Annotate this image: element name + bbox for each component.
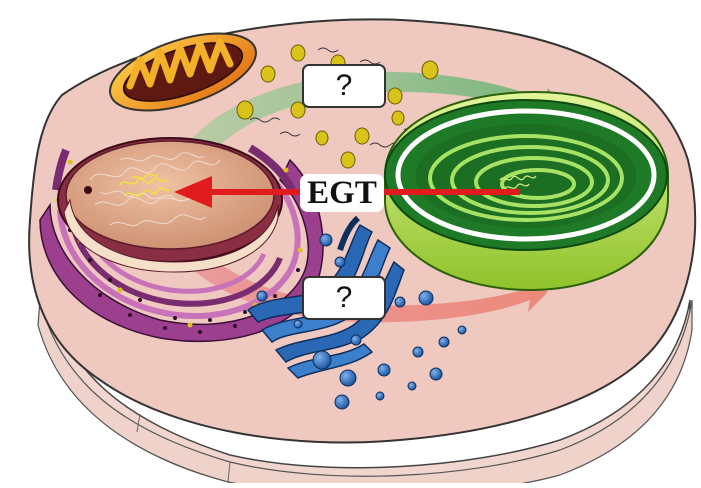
egt-label: EGT xyxy=(300,174,384,212)
lower-question-label: ? xyxy=(302,276,386,320)
ribosome-cluster xyxy=(236,44,439,169)
mitochondrion-icon xyxy=(109,32,257,112)
upper-question-label: ? xyxy=(302,64,386,108)
upper-arrow xyxy=(168,71,566,182)
dna-icon xyxy=(119,173,170,197)
nucleus-icon xyxy=(57,137,283,273)
chloroplast-icon xyxy=(384,90,669,292)
